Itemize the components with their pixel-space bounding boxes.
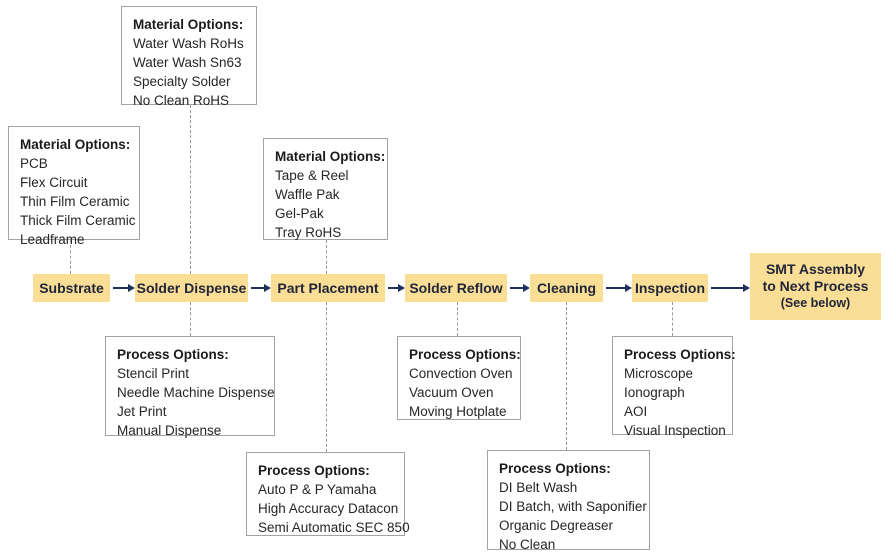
option-item: Vacuum Oven (409, 385, 494, 400)
terminal-line: SMT Assembly (765, 261, 866, 277)
process-options-box-part-placement: Process Options: Auto P & P Yamaha High … (246, 452, 410, 536)
option-item: Specialty Solder (133, 74, 231, 89)
flow-node-substrate: Substrate (33, 274, 110, 302)
option-item: Thin Film Ceramic (20, 194, 130, 209)
process-options-box-solder-dispense: Process Options: Stencil Print Needle Ma… (105, 336, 275, 438)
option-item: Ionograph (624, 385, 685, 400)
option-item: Moving Hotplate (409, 404, 507, 419)
flow-node-inspection: Inspection (632, 274, 708, 302)
terminal-line: (See below) (780, 296, 851, 310)
box-heading: Process Options: (258, 463, 370, 478)
flow-node-solder-reflow: Solder Reflow (405, 274, 507, 302)
option-item: Needle Machine Dispense (117, 385, 275, 400)
box-heading: Process Options: (624, 347, 736, 362)
option-item: Visual Inspection (624, 423, 726, 438)
option-item: High Accuracy Datacon (258, 501, 399, 516)
option-item: Leadframe (20, 232, 85, 247)
option-item: No Clean (499, 537, 556, 552)
flow-node-smt-assembly-next: SMT Assembly to Next Process (See below) (750, 253, 881, 320)
option-item: Jet Print (117, 404, 167, 419)
option-item: Tray RoHS (275, 225, 342, 240)
option-item: DI Belt Wash (499, 480, 578, 495)
flow-node-solder-dispense: Solder Dispense (135, 274, 248, 302)
dashed-connector-reflow-process (457, 302, 458, 336)
dashed-connector-placement-process (326, 302, 327, 452)
option-item: Flex Circuit (20, 175, 88, 190)
terminal-line: to Next Process (762, 278, 869, 294)
material-options-box-substrate: Material Options: PCB Flex Circuit Thin … (8, 126, 140, 247)
dashed-connector-inspection-process (672, 302, 673, 336)
flow-arrow (388, 284, 405, 292)
dashed-connector-placement-material (326, 240, 327, 274)
option-item: Tape & Reel (275, 168, 349, 183)
material-options-box-solder-dispense: Material Options: Water Wash RoHs Water … (121, 6, 257, 108)
option-item: Water Wash RoHs (133, 36, 244, 51)
dashed-connector-dispense-material (190, 105, 191, 274)
flow-node-cleaning: Cleaning (530, 274, 603, 302)
box-heading: Process Options: (499, 461, 611, 476)
box-heading: Material Options: (133, 17, 244, 32)
box-heading: Material Options: (275, 149, 386, 164)
option-item: Microscope (624, 366, 694, 381)
dashed-connector-substrate-material (70, 240, 71, 274)
option-item: Water Wash Sn63 (133, 55, 242, 70)
option-item: Organic Degreaser (499, 518, 614, 533)
dashed-connector-cleaning-process (566, 302, 567, 450)
flow-arrow (606, 284, 632, 292)
option-item: AOI (624, 404, 648, 419)
process-options-box-solder-reflow: Process Options: Convection Oven Vacuum … (397, 336, 521, 420)
dashed-connector-dispense-process (190, 302, 191, 336)
flow-arrow (251, 284, 271, 292)
box-heading: Process Options: (117, 347, 229, 362)
material-options-box-part-placement: Material Options: Tape & Reel Waffle Pak… (263, 138, 388, 240)
flow-arrow (113, 284, 135, 292)
flow-arrow (510, 284, 530, 292)
option-item: Semi Automatic SEC 850 (258, 520, 410, 535)
process-options-box-cleaning: Process Options: DI Belt Wash DI Batch, … (487, 450, 650, 552)
box-heading: Process Options: (409, 347, 521, 362)
option-item: No Clean RoHS (133, 93, 230, 108)
box-heading: Material Options: (20, 137, 131, 152)
flow-arrow (711, 284, 750, 292)
option-item: Gel-Pak (275, 206, 324, 221)
option-item: DI Batch, with Saponifier (499, 499, 647, 514)
option-item: Auto P & P Yamaha (258, 482, 377, 497)
option-item: Convection Oven (409, 366, 513, 381)
process-options-box-inspection: Process Options: Microscope Ionograph AO… (612, 336, 736, 438)
option-item: PCB (20, 156, 48, 171)
option-item: Waffle Pak (275, 187, 340, 202)
option-item: Manual Dispense (117, 423, 222, 438)
option-item: Stencil Print (117, 366, 190, 381)
option-item: Thick Film Ceramic (20, 213, 136, 228)
flow-node-part-placement: Part Placement (271, 274, 385, 302)
